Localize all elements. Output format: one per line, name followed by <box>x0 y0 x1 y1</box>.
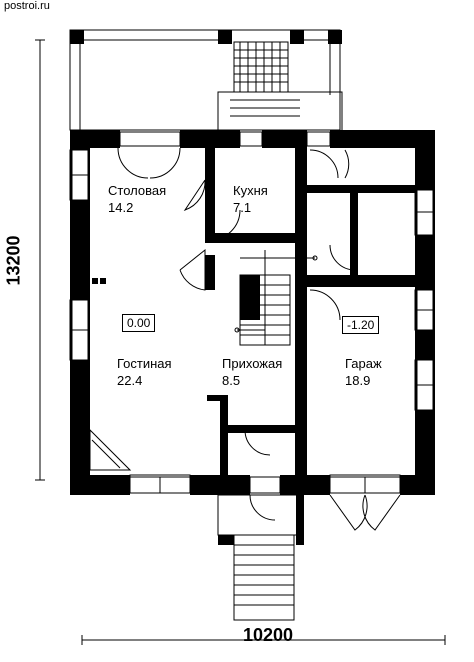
room-living: Гостиная 22.4 <box>117 355 172 389</box>
watermark: postroi.ru <box>4 0 50 12</box>
height-dimension: 13200 <box>3 235 24 286</box>
room-dining-name: Столовая <box>108 183 167 198</box>
room-living-area: 22.4 <box>117 373 143 388</box>
room-hall-area: 8.5 <box>222 373 241 388</box>
room-kitchen-area: 7.1 <box>233 200 252 215</box>
room-kitchen: Кухня 7.1 <box>233 182 268 216</box>
room-living-name: Гостиная <box>117 356 172 371</box>
room-hall: Прихожая 8.5 <box>222 355 282 389</box>
level-mark-garage: -1.20 <box>342 316 380 334</box>
room-dining: Столовая 14.2 <box>108 182 166 216</box>
room-garage-name: Гараж <box>345 356 382 371</box>
entry-stairs <box>233 534 295 621</box>
room-dining-area: 14.2 <box>108 200 134 215</box>
room-garage-area: 18.9 <box>345 373 371 388</box>
dining-door-left <box>117 147 149 179</box>
room-kitchen-name: Кухня <box>233 183 268 198</box>
walls <box>70 30 435 545</box>
width-dimension: 10200 <box>243 625 294 645</box>
room-hall-name: Прихожая <box>222 356 283 371</box>
level-mark-main: 0.00 <box>122 314 156 332</box>
terrace-outline <box>69 29 341 131</box>
dining-door-right <box>149 147 181 179</box>
room-garage: Гараж 18.9 <box>345 355 382 389</box>
